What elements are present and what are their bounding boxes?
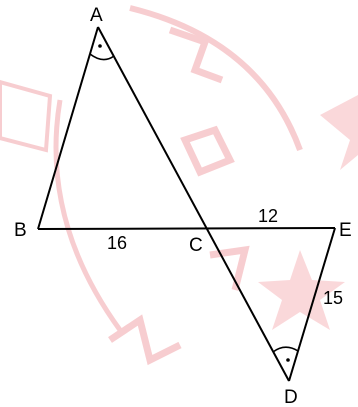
- vertex-label-B: B: [14, 220, 27, 241]
- watermark-star-lower: [258, 250, 345, 330]
- right-angle-dot-A: [98, 44, 102, 48]
- vertex-label-A: A: [90, 5, 103, 26]
- watermark-glyph-1: [168, 26, 224, 84]
- segment-AB: [37, 26, 99, 230]
- watermark-star-right: [320, 95, 358, 170]
- watermark-ring-inner: [53, 99, 123, 332]
- watermark-glyph-4: [108, 314, 182, 366]
- vertex-label-E: E: [339, 220, 352, 241]
- watermark-ring: [129, 5, 303, 152]
- right-angle-mark-D: [272, 346, 299, 353]
- vertex-label-C: C: [189, 235, 203, 256]
- segment-ED: [288, 227, 336, 382]
- length-label-BC: 16: [107, 233, 127, 253]
- segment-BE: [37, 227, 336, 230]
- watermark-book: [0, 79, 53, 153]
- watermark-glyph-3: [209, 245, 250, 291]
- segment-AD: [97, 26, 290, 382]
- watermark-seal: [0, 5, 358, 366]
- right-angle-dot-D: [286, 358, 290, 362]
- length-label-ED: 15: [323, 288, 343, 308]
- right-angle-mark-A: [89, 53, 115, 61]
- length-label-CE: 12: [258, 206, 278, 226]
- watermark-glyph-2: [180, 125, 235, 177]
- vertex-label-D: D: [284, 387, 298, 407]
